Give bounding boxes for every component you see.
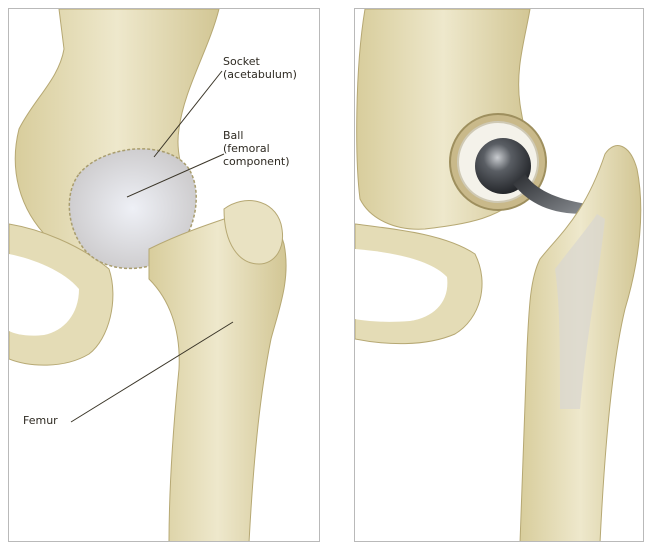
hip-replacement-illustration (355, 9, 644, 542)
hip-replacement-panel (354, 8, 644, 542)
prosthesis-stem-neck (513, 174, 587, 214)
arthritic-hip-panel: Socket (acetabulum) Ball (femoral compon… (8, 8, 320, 542)
femur-label: Femur (23, 414, 58, 427)
ball-label: Ball (femoral component) (223, 129, 290, 168)
socket-label: Socket (acetabulum) (223, 55, 297, 81)
arthritic-hip-illustration (9, 9, 320, 542)
